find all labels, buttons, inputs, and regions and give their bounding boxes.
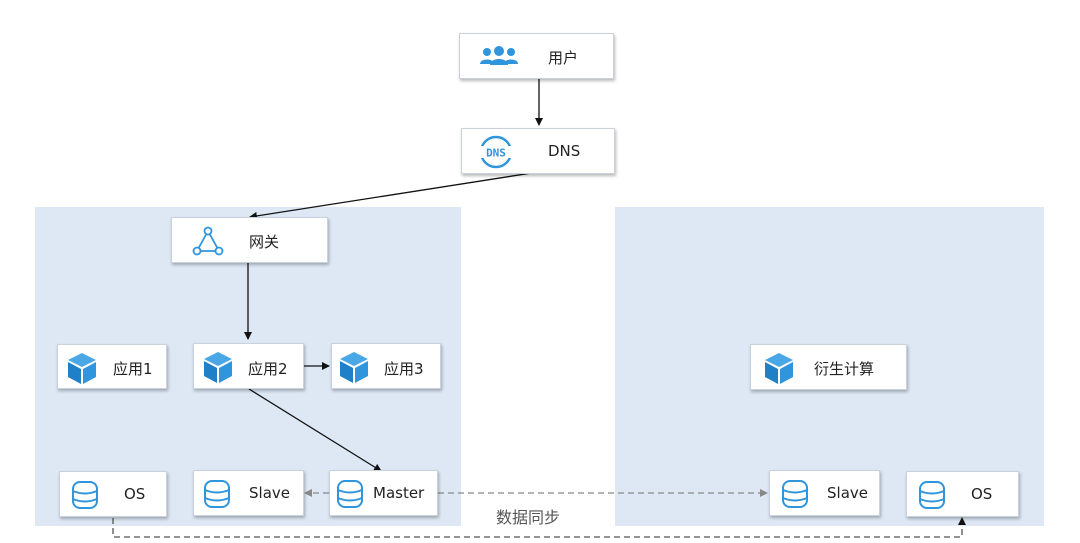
user-node[interactable]: 用户: [459, 33, 614, 79]
derived-compute-node[interactable]: 衍生计算: [750, 344, 907, 390]
cube-icon: [66, 351, 98, 385]
os-left-label: OS: [124, 485, 146, 503]
svg-text:DNS: DNS: [486, 147, 506, 160]
app2-node[interactable]: 应用2: [193, 343, 304, 389]
dns-icon: DNS: [476, 135, 516, 169]
slave-right-label: Slave: [827, 484, 868, 502]
app3-label: 应用3: [384, 360, 424, 378]
data-sync-label: 数据同步: [496, 508, 561, 527]
os-right-node[interactable]: OS: [906, 471, 1019, 517]
slave-left-label: Slave: [249, 484, 290, 502]
dns-node[interactable]: DNS DNS: [461, 128, 615, 174]
database-icon: [69, 479, 101, 511]
database-icon: [334, 478, 366, 510]
master-node[interactable]: Master: [329, 470, 438, 516]
users-icon: [478, 44, 520, 70]
app3-node[interactable]: 应用3: [331, 343, 441, 389]
cube-icon: [338, 350, 370, 384]
gateway-icon: [192, 226, 224, 256]
database-icon: [916, 479, 948, 511]
cube-icon: [202, 350, 234, 384]
master-label: Master: [373, 484, 425, 502]
user-label: 用户: [548, 49, 579, 67]
app2-label: 应用2: [248, 360, 288, 378]
slave-left-node[interactable]: Slave: [193, 470, 304, 516]
gateway-node[interactable]: 网关: [171, 217, 328, 263]
os-left-node[interactable]: OS: [59, 471, 167, 517]
derived-compute-label: 衍生计算: [814, 360, 875, 378]
slave-right-node[interactable]: Slave: [769, 470, 880, 516]
os-right-label: OS: [971, 485, 993, 503]
app1-node[interactable]: 应用1: [57, 344, 167, 389]
cube-icon: [763, 351, 795, 385]
database-icon: [201, 478, 233, 510]
gateway-label: 网关: [249, 233, 280, 251]
app1-label: 应用1: [113, 360, 153, 378]
database-icon: [779, 478, 811, 510]
dns-label: DNS: [548, 142, 581, 160]
